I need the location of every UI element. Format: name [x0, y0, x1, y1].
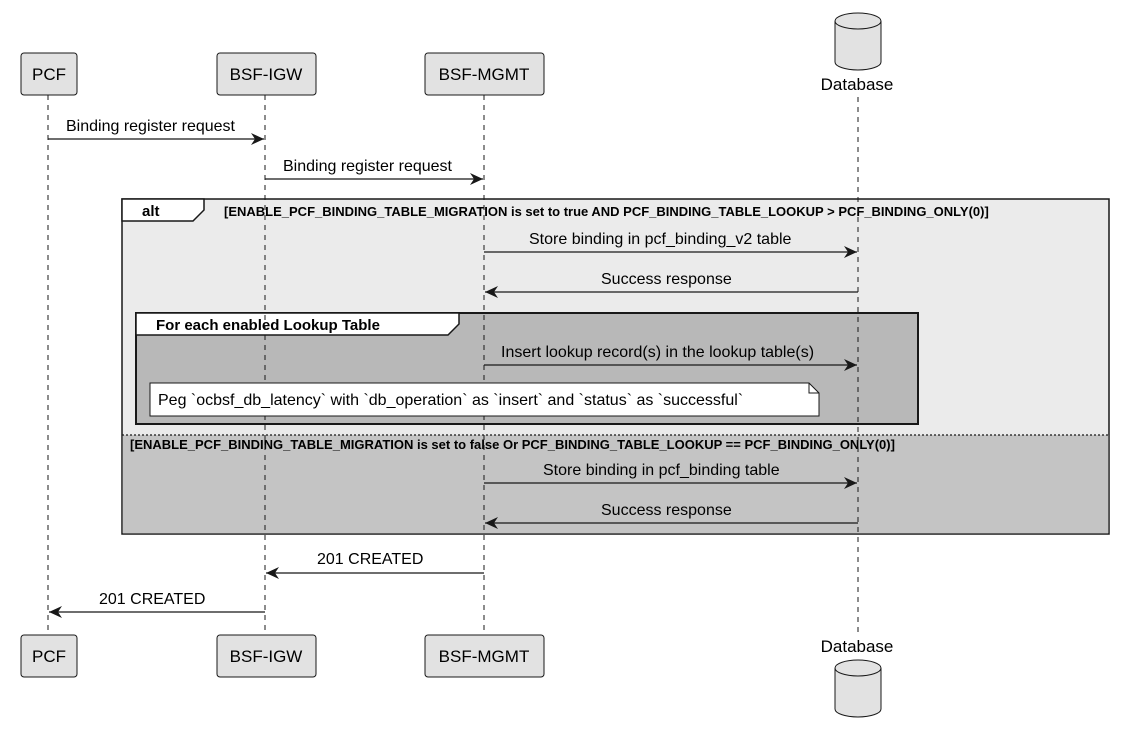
loop-frame-tab	[135, 312, 460, 336]
alt-frame-tab	[121, 198, 205, 222]
participant-bsf-igw-top-label: BSF-IGW	[230, 65, 303, 84]
participant-bsf-igw-top	[216, 52, 317, 96]
participant-bsf-igw-bottom	[216, 634, 317, 678]
participant-pcf-bottom	[20, 634, 78, 678]
participant-bsf-mgmt-bottom	[424, 634, 545, 678]
message-label-9: 201 CREATED	[99, 591, 205, 608]
note-fold	[808, 383, 819, 394]
alt-else-section	[122, 435, 1109, 534]
message-label-5: Insert lookup record(s) in the lookup ta…	[501, 344, 814, 361]
participant-bsf-mgmt-top-label: BSF-MGMT	[439, 65, 530, 84]
participant-bsf-mgmt-top	[424, 52, 545, 96]
message-label-8: 201 CREATED	[317, 551, 423, 568]
database-icon	[834, 12, 882, 71]
database-icon	[834, 659, 882, 718]
participant-pcf-top	[20, 52, 78, 96]
alt-guard-false: [ENABLE_PCF_BINDING_TABLE_MIGRATION is s…	[130, 437, 895, 452]
participant-database-top-label: Database	[821, 75, 894, 94]
message-label-2: Binding register request	[283, 158, 453, 175]
participant-bsf-mgmt-bottom-label: BSF-MGMT	[439, 647, 530, 666]
note-text: Peg `ocbsf_db_latency` with `db_operatio…	[158, 392, 743, 409]
message-label-1: Binding register request	[66, 118, 236, 135]
message-label-6: Store binding in pcf_binding table	[543, 462, 780, 479]
message-label-7: Success response	[601, 502, 732, 519]
participant-pcf-top-label: PCF	[32, 65, 66, 84]
participant-bsf-igw-bottom-label: BSF-IGW	[230, 647, 303, 666]
participant-pcf-bottom-label: PCF	[32, 647, 66, 666]
message-label-3: Store binding in pcf_binding_v2 table	[529, 231, 792, 248]
participant-database-bottom-label: Database	[821, 637, 894, 656]
note-box	[149, 382, 820, 417]
loop-frame-title: For each enabled Lookup Table	[156, 317, 380, 334]
alt-keyword: alt	[142, 203, 160, 220]
message-label-4: Success response	[601, 271, 732, 288]
alt-guard-true: [ENABLE_PCF_BINDING_TABLE_MIGRATION is s…	[224, 204, 989, 219]
